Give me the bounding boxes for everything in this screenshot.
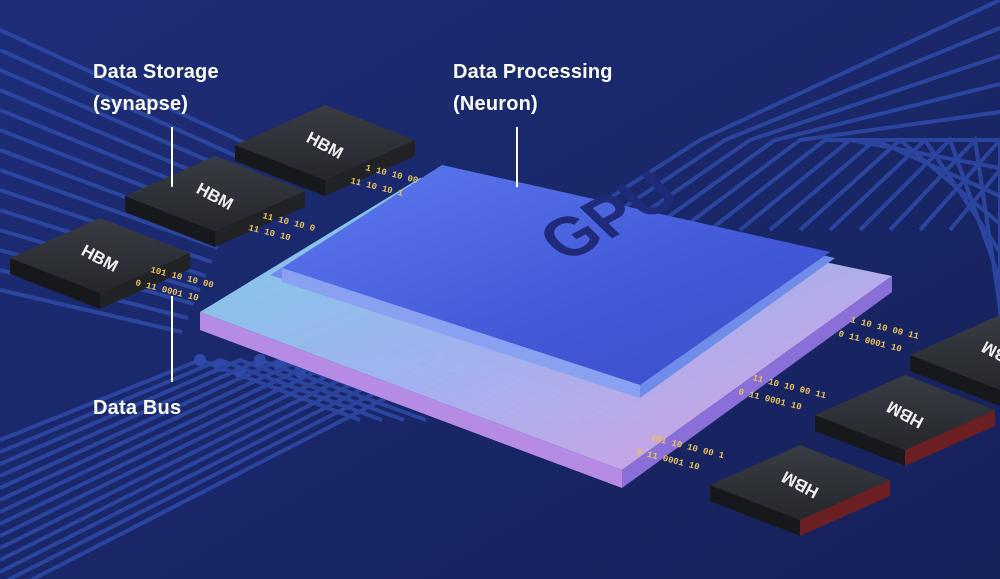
trace xyxy=(768,137,1000,232)
trace xyxy=(708,138,1000,232)
hbm-chip: HBM xyxy=(10,218,190,309)
hbm-chip: HBM xyxy=(910,315,1000,406)
label-data-processing: Data Processing xyxy=(453,61,613,83)
trace xyxy=(918,136,1000,336)
trace xyxy=(798,137,1000,232)
trace xyxy=(588,26,1000,232)
trace xyxy=(558,0,1000,232)
label-data-bus: Data Bus xyxy=(93,397,182,419)
trace xyxy=(0,48,255,166)
trace xyxy=(618,54,1000,232)
trace xyxy=(0,288,183,334)
gpu-package: GPU xyxy=(200,159,892,488)
trace xyxy=(948,166,1000,364)
trace xyxy=(888,135,1000,309)
label-neuron: (Neuron) xyxy=(453,93,538,115)
pointer-line-storage xyxy=(171,127,173,187)
label-synapse: (synapse) xyxy=(93,93,189,115)
trace xyxy=(0,168,219,250)
hbm-chip: HBM xyxy=(125,156,305,247)
trace-pad xyxy=(194,354,206,366)
trace xyxy=(858,136,1000,281)
trace xyxy=(738,137,1000,232)
label-data-storage: Data Storage xyxy=(93,61,219,83)
trace xyxy=(678,110,1000,232)
trace xyxy=(648,82,1000,232)
trace xyxy=(0,28,261,152)
pointer-line-processing xyxy=(516,127,518,187)
pointer-line-bus xyxy=(171,296,173,382)
trace xyxy=(0,357,405,466)
hbm-chip: HBM xyxy=(815,375,995,466)
hbm-chip: HBM xyxy=(235,105,415,196)
hbm-chip: HBM xyxy=(710,445,890,536)
trace-pad xyxy=(254,354,266,366)
